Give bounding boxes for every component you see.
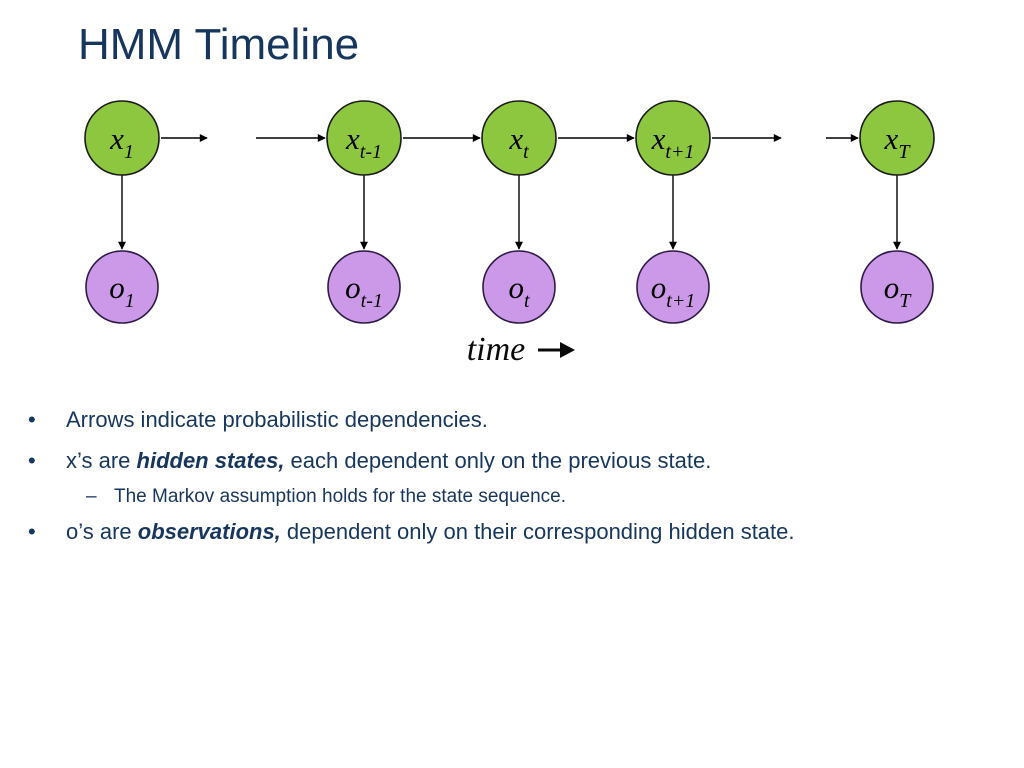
obs-node-ot-1 [327, 250, 401, 324]
state-label-x1: x1 [109, 121, 134, 163]
state-node-xt+1 [635, 100, 711, 176]
state-label-xT: xT [884, 121, 912, 163]
state-node-xT [859, 100, 935, 176]
list-item: • x’s are hidden states, each dependent … [28, 447, 1016, 475]
state-node-x1 [84, 100, 160, 176]
page-title: HMM Timeline [78, 20, 360, 69]
state-node-xt [481, 100, 557, 176]
bullet-marker: • [28, 448, 36, 473]
hmm-timeline-diagram: x1 xt-1 xt xt+1 xT o1 ot-1 ot ot+1 oT [84, 100, 935, 324]
time-label: time [466, 331, 526, 368]
bullet-text: o’s are observations, dependent only on … [66, 519, 795, 544]
bullet-list: • Arrows indicate probabilistic dependen… [28, 406, 1016, 559]
bullet-text: Arrows indicate probabilistic dependenci… [66, 407, 488, 432]
list-item: • o’s are observations, dependent only o… [28, 518, 1016, 546]
obs-label-o1: o1 [109, 270, 135, 312]
bullet-marker: • [28, 519, 36, 544]
bullet-text: The Markov assumption holds for the stat… [114, 486, 567, 507]
obs-label-oT: oT [884, 270, 913, 312]
obs-label-ot-1: ot-1 [345, 270, 383, 312]
bullet-text: x’s are hidden states, each dependent on… [66, 448, 712, 473]
state-label-xt+1: xt+1 [651, 121, 695, 163]
obs-label-ot+1: ot+1 [651, 270, 696, 312]
time-caption: time [0, 331, 1024, 369]
obs-node-o1 [85, 250, 159, 324]
obs-label-ot: ot [508, 270, 530, 312]
list-item: • Arrows indicate probabilistic dependen… [28, 406, 1016, 434]
obs-node-oT [860, 250, 934, 324]
sub-list-item: – The Markov assumption holds for the st… [86, 485, 1016, 509]
obs-node-ot [482, 250, 556, 324]
bullet-marker: • [28, 407, 36, 432]
state-label-xt-1: xt-1 [345, 121, 382, 163]
dash-marker: – [86, 486, 97, 507]
obs-node-ot+1 [636, 250, 710, 324]
right-arrow-icon [537, 338, 576, 362]
state-node-xt-1 [326, 100, 402, 176]
state-label-xt: xt [508, 121, 529, 163]
